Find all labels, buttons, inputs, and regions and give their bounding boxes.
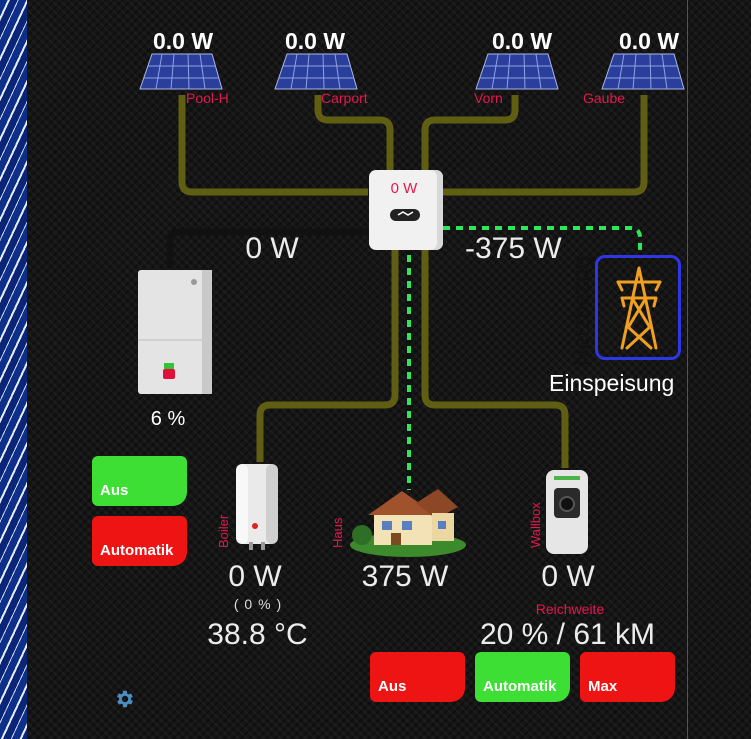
boiler-auto-button[interactable]: Automatik [92, 516, 187, 566]
wire-carport [314, 95, 394, 170]
wallbox-off-button[interactable]: Aus [370, 652, 465, 702]
pv-power-gaube: 0.0 W [618, 28, 680, 54]
pv-panel-carport [273, 52, 359, 97]
flow-grid [443, 226, 642, 255]
wire-battery [166, 228, 369, 268]
boiler-temperature: 38.8 °C [207, 618, 308, 651]
house-power: 375 W [361, 560, 449, 593]
boiler [233, 460, 283, 557]
battery-icon [138, 270, 212, 394]
pv-power-vorn: 0.0 W [491, 28, 553, 54]
pv-panel-pool-h [138, 52, 224, 97]
inverter: 0 W [369, 170, 443, 250]
solar-panel-icon [139, 53, 223, 90]
pv-name-pool-h: Pool-H [186, 90, 229, 106]
house-icon [350, 489, 466, 557]
pv-name-gaube: Gaube [583, 90, 626, 106]
water-heater-icon [236, 464, 278, 550]
inverter-logo-icon [390, 209, 420, 221]
wallbox-power: 0 W [541, 560, 595, 593]
power-pylon-icon [616, 266, 662, 350]
wallbox-range-label: Reichweite [535, 601, 605, 617]
solar-panel-icon [601, 53, 685, 90]
house [346, 483, 468, 564]
wallbox [544, 468, 592, 561]
grid-connection[interactable] [595, 255, 681, 360]
wire-pool-h [178, 95, 368, 196]
boiler-percent: ( 0 % ) [233, 596, 283, 612]
grid-label: Einspeisung [549, 370, 675, 396]
wallbox-icon [546, 470, 588, 554]
battery-power: 0 W [245, 232, 299, 265]
wallbox-auto-button[interactable]: Automatik [475, 652, 570, 702]
pv-name-carport: Carport [321, 90, 368, 106]
solar-panel-icon [475, 53, 559, 90]
wallbox-label: Wallbox [528, 502, 543, 548]
pv-panel-gaube [600, 52, 686, 97]
pv-power-carport: 0.0 W [284, 28, 346, 54]
boiler-off-button[interactable]: Aus [92, 456, 187, 506]
wire-vorn [421, 95, 519, 170]
pv-panel-vorn [474, 52, 560, 97]
battery-soc: 6 % [150, 408, 186, 430]
boiler-power: 0 W [228, 560, 282, 593]
wallbox-soc-range: 20 % / 61 kM [479, 618, 656, 651]
wire-gaube [443, 95, 648, 196]
wire-wallbox [421, 250, 569, 468]
house-label: Haus [330, 517, 345, 548]
battery [136, 268, 218, 401]
gear-icon [117, 690, 133, 708]
wallbox-max-button[interactable]: Max [580, 652, 675, 702]
pv-power-pool-h: 0.0 W [152, 28, 214, 54]
solar-background-strip [0, 0, 27, 739]
settings-button[interactable] [114, 688, 136, 715]
boiler-label: Boiler [216, 514, 231, 548]
solar-panel-icon [274, 53, 358, 90]
grid-vertical-label: Netzbezug [568, 256, 594, 366]
right-divider [687, 0, 688, 739]
inverter-power: 0 W [390, 180, 418, 197]
grid-power: -375 W [465, 232, 562, 265]
pv-name-vorn: Vorn [474, 90, 503, 106]
wire-boiler [256, 250, 399, 462]
